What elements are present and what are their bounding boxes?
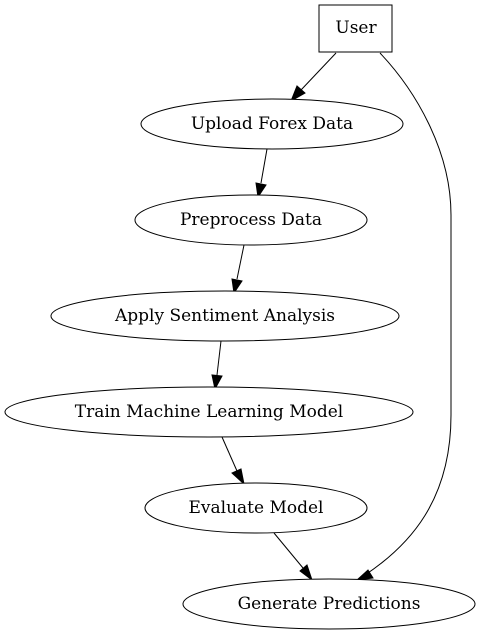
node-preprocess-data-label: Preprocess Data [180, 210, 322, 230]
edge-user-to-upload [290, 52, 337, 103]
node-upload-forex-data: Upload Forex Data [140, 98, 404, 150]
node-evaluate-model-ellipse [144, 482, 368, 534]
edge-sentiment-to-train [211, 340, 223, 391]
edge-user-to-predict [355, 52, 452, 581]
node-apply-sentiment-analysis-ellipse [50, 290, 400, 342]
node-train-machine-learning-model: Train Machine Learning Model [4, 386, 414, 438]
node-apply-sentiment-analysis-label: Apply Sentiment Analysis [114, 306, 335, 326]
node-user-box [318, 4, 393, 53]
node-user: User [318, 4, 393, 53]
nodes-layer: User Upload Forex Data Preprocess Data A… [4, 4, 476, 630]
node-evaluate-model-label: Evaluate Model [189, 498, 324, 518]
node-train-machine-learning-model-label: Train Machine Learning Model [75, 402, 344, 422]
node-user-label: User [335, 18, 377, 38]
edge-evaluate-to-predict [273, 532, 313, 582]
edge-train-to-evaluate [221, 436, 245, 486]
edge-preprocess-to-sentiment [231, 244, 245, 295]
node-train-machine-learning-model-ellipse [4, 386, 414, 438]
node-apply-sentiment-analysis: Apply Sentiment Analysis [50, 290, 400, 342]
node-upload-forex-data-label: Upload Forex Data [191, 114, 353, 134]
node-preprocess-data-ellipse [134, 194, 368, 246]
node-generate-predictions-label: Generate Predictions [238, 594, 421, 614]
node-upload-forex-data-ellipse [140, 98, 404, 150]
node-evaluate-model: Evaluate Model [144, 482, 368, 534]
node-generate-predictions: Generate Predictions [182, 578, 476, 630]
edge-upload-to-preprocess [255, 148, 268, 199]
node-generate-predictions-ellipse [182, 578, 476, 630]
edges-layer [211, 52, 452, 582]
node-preprocess-data: Preprocess Data [134, 194, 368, 246]
